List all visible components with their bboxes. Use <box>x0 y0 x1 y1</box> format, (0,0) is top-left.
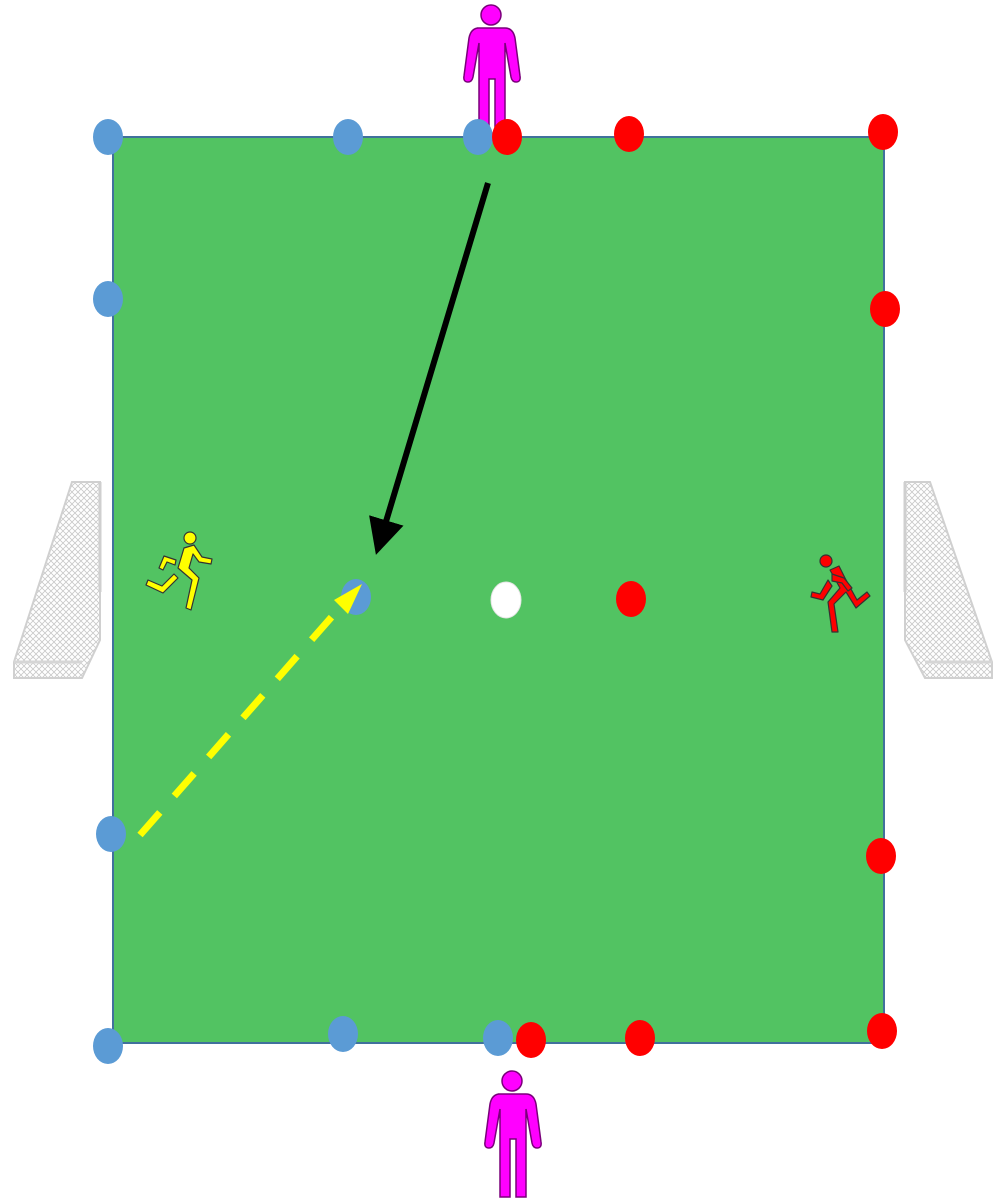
goal-right <box>905 482 992 678</box>
cone-marker-icon <box>625 1020 655 1056</box>
cone-marker-icon <box>483 1020 513 1056</box>
server-bottom <box>485 1071 541 1197</box>
cone-marker-icon <box>96 816 126 852</box>
cone-marker-icon <box>868 114 898 150</box>
server-top <box>464 5 520 139</box>
cone-marker-icon <box>93 1028 123 1064</box>
cone-marker-icon <box>866 838 896 874</box>
cone-marker-icon <box>93 119 123 155</box>
cone-marker-icon <box>492 119 522 155</box>
ball-icon <box>491 582 521 618</box>
goal-left <box>14 482 100 678</box>
cone-marker-icon <box>614 116 644 152</box>
cone-marker-icon <box>516 1022 546 1058</box>
cone-marker-icon <box>616 581 646 617</box>
cone-marker-icon <box>867 1013 897 1049</box>
cone-marker-icon <box>328 1016 358 1052</box>
cone-marker-icon <box>870 291 900 327</box>
cone-marker-icon <box>463 119 493 155</box>
cone-marker-icon <box>93 281 123 317</box>
cone-marker-icon <box>333 119 363 155</box>
